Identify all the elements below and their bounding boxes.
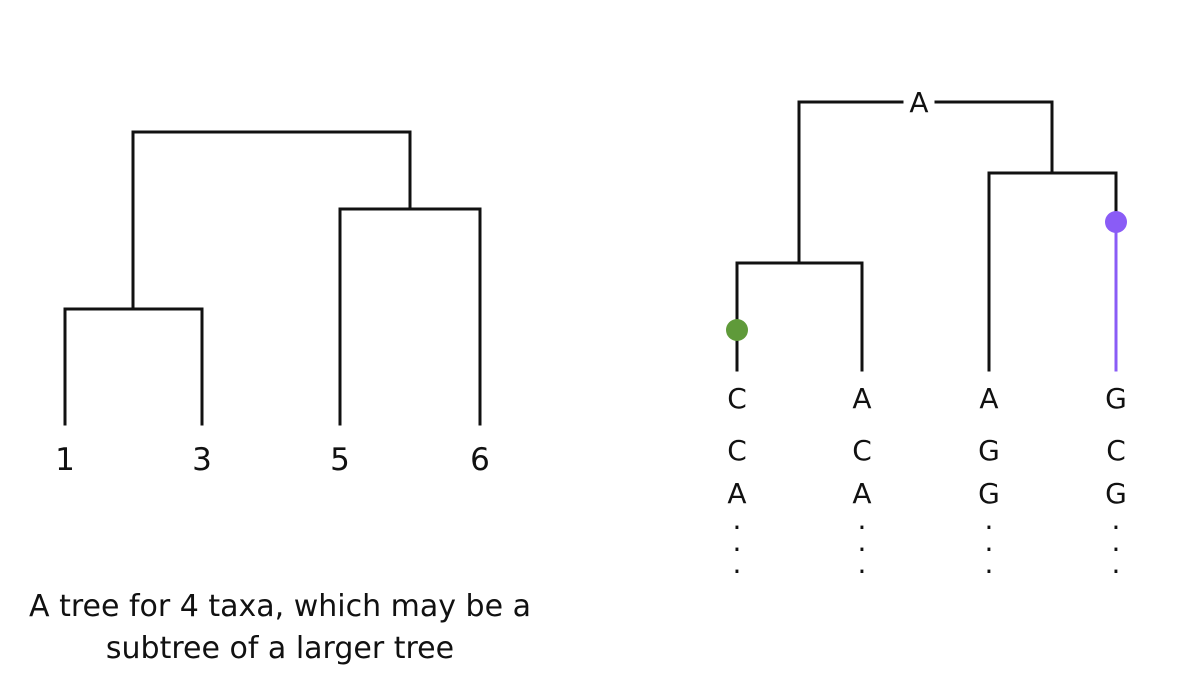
seq-col3-row1: A [979,382,998,415]
leaf-label-1: 1 [55,442,75,478]
right-tree: A C C A · · · A C A · · · A G G · · · G [726,86,1127,588]
seq-col1-ellipsis-1: · [733,511,742,544]
caption-line-2: subtree of a larger tree [105,631,455,666]
leaf-label-5: 5 [330,442,350,478]
mutation-marker-violet [1105,211,1127,233]
seq-col3-row2: G [978,434,1000,467]
seq-col1-row2: C [727,434,747,467]
leaf-label-6: 6 [470,442,490,478]
caption-line-1: A tree for 4 taxa, which may be a [29,589,531,624]
figure-caption: A tree for 4 taxa, which may be a subtre… [0,586,560,670]
leaf-label-3: 3 [192,442,212,478]
seq-col2-row3: A [852,477,871,510]
seq-col3-ellipsis-3: · [985,555,994,588]
seq-col4-ellipsis-2: · [1112,533,1121,566]
seq-col3-ellipsis-1: · [985,511,994,544]
seq-col3-ellipsis-2: · [985,533,994,566]
seq-col2-row1: A [852,382,871,415]
mutation-marker-green [726,319,748,341]
seq-col4-row1: G [1105,382,1127,415]
seq-col3-row3: G [978,477,1000,510]
seq-col2-ellipsis-2: · [858,533,867,566]
seq-col2-row2: C [852,434,872,467]
seq-col4-ellipsis-1: · [1112,511,1121,544]
seq-col2-ellipsis-3: · [858,555,867,588]
seq-col4-row3: G [1105,477,1127,510]
seq-col4-row2: C [1106,434,1126,467]
seq-col1-ellipsis-2: · [733,533,742,566]
root-state-label: A [909,86,928,119]
seq-col1-row3: A [727,477,746,510]
seq-col4-ellipsis-3: · [1112,555,1121,588]
seq-col1-row1: C [727,382,747,415]
seq-col1-ellipsis-3: · [733,555,742,588]
left-tree: 1 3 5 6 [55,130,490,478]
seq-col2-ellipsis-1: · [858,511,867,544]
